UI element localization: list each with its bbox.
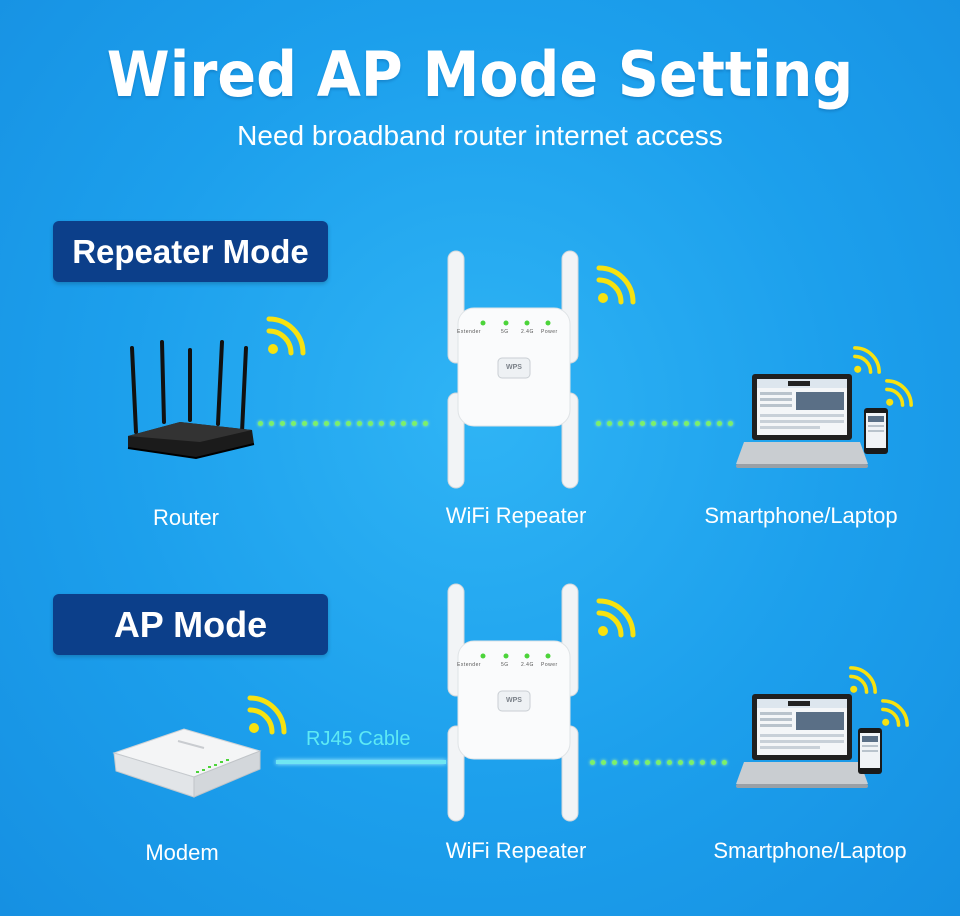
client-label: Smartphone/Laptop: [704, 503, 898, 528]
cable-label: RJ45 Cable: [306, 728, 411, 750]
page-subtitle: Need broadband router internet access: [237, 120, 723, 151]
laptop-smartphone-icon: [736, 694, 882, 788]
wifi-signal-icon: [853, 346, 881, 374]
page-title: Wired AP Mode Setting: [106, 38, 854, 111]
wifi-signal-icon: [266, 316, 306, 356]
wps-button-label: WPS: [506, 697, 522, 704]
wireless-link-repeater-client: [590, 760, 733, 766]
wifi-signal-icon: [596, 598, 636, 638]
wifi-repeater-device: Extender 5G 2.4G Power WPS: [438, 576, 588, 826]
modem-icon: [112, 728, 262, 798]
wireless-link-repeater-client: [596, 421, 739, 427]
repeater-mode-badge: Repeater Mode: [53, 221, 328, 282]
wifi-signal-icon: [247, 695, 287, 735]
wifi-signal-icon: [596, 265, 636, 305]
ap-mode-badge: AP Mode: [53, 594, 328, 655]
laptop-smartphone-icon: [736, 374, 888, 468]
repeater-label: WiFi Repeater: [445, 503, 587, 528]
wifi-signal-icon: [849, 666, 877, 694]
rj45-cable-line: [276, 760, 446, 764]
repeater-label: WiFi Repeater: [445, 838, 587, 863]
wireless-link-router-repeater: [258, 421, 434, 427]
wifi-signal-icon: [885, 379, 913, 407]
router-icon: [127, 340, 255, 460]
router-label: Router: [152, 505, 220, 530]
modem-label: Modem: [145, 840, 219, 865]
client-label: Smartphone/Laptop: [713, 838, 907, 863]
wifi-repeater-device: Extender 5G 2.4G Power WPS: [438, 243, 588, 493]
wifi-signal-icon: [881, 699, 909, 727]
wps-button-label: WPS: [506, 364, 522, 371]
